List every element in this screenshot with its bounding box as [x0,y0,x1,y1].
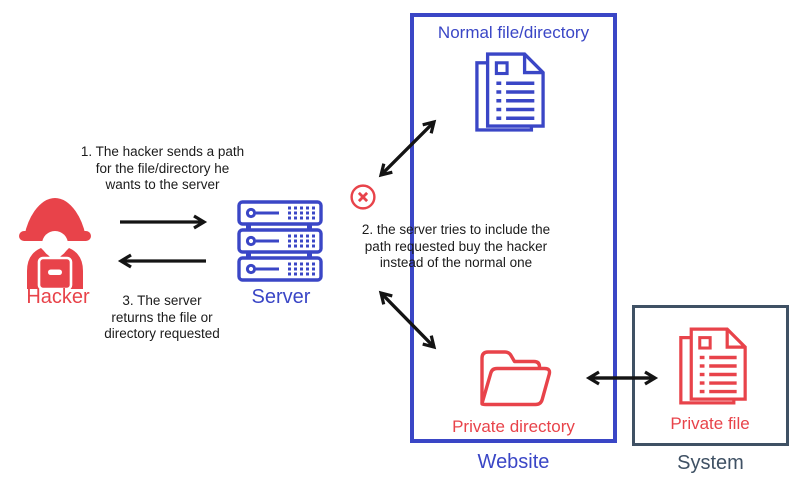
hacker-icon [17,197,93,289]
private-directory-icon [477,347,555,411]
website-box [410,13,617,443]
system-box [632,305,789,446]
normal-file-label: Normal file/directory [437,23,590,42]
hacker-label: Hacker [26,286,90,308]
private-file-icon [678,324,748,408]
blocked-x-icon [349,183,377,211]
system-label: System [677,452,744,474]
private-directory-label: Private directory [452,417,575,436]
website-label: Website [477,451,550,473]
step-1-annotation: 1. The hacker sends a path for the file/… [80,144,245,193]
server-label: Server [251,286,311,308]
step-3-annotation: 3. The server returns the file or direct… [104,293,220,342]
step-2-annotation: 2. the server tries to include the path … [361,222,551,271]
server-icon [237,200,323,282]
private-file-label: Private file [670,414,750,433]
normal-file-icon [474,50,546,134]
